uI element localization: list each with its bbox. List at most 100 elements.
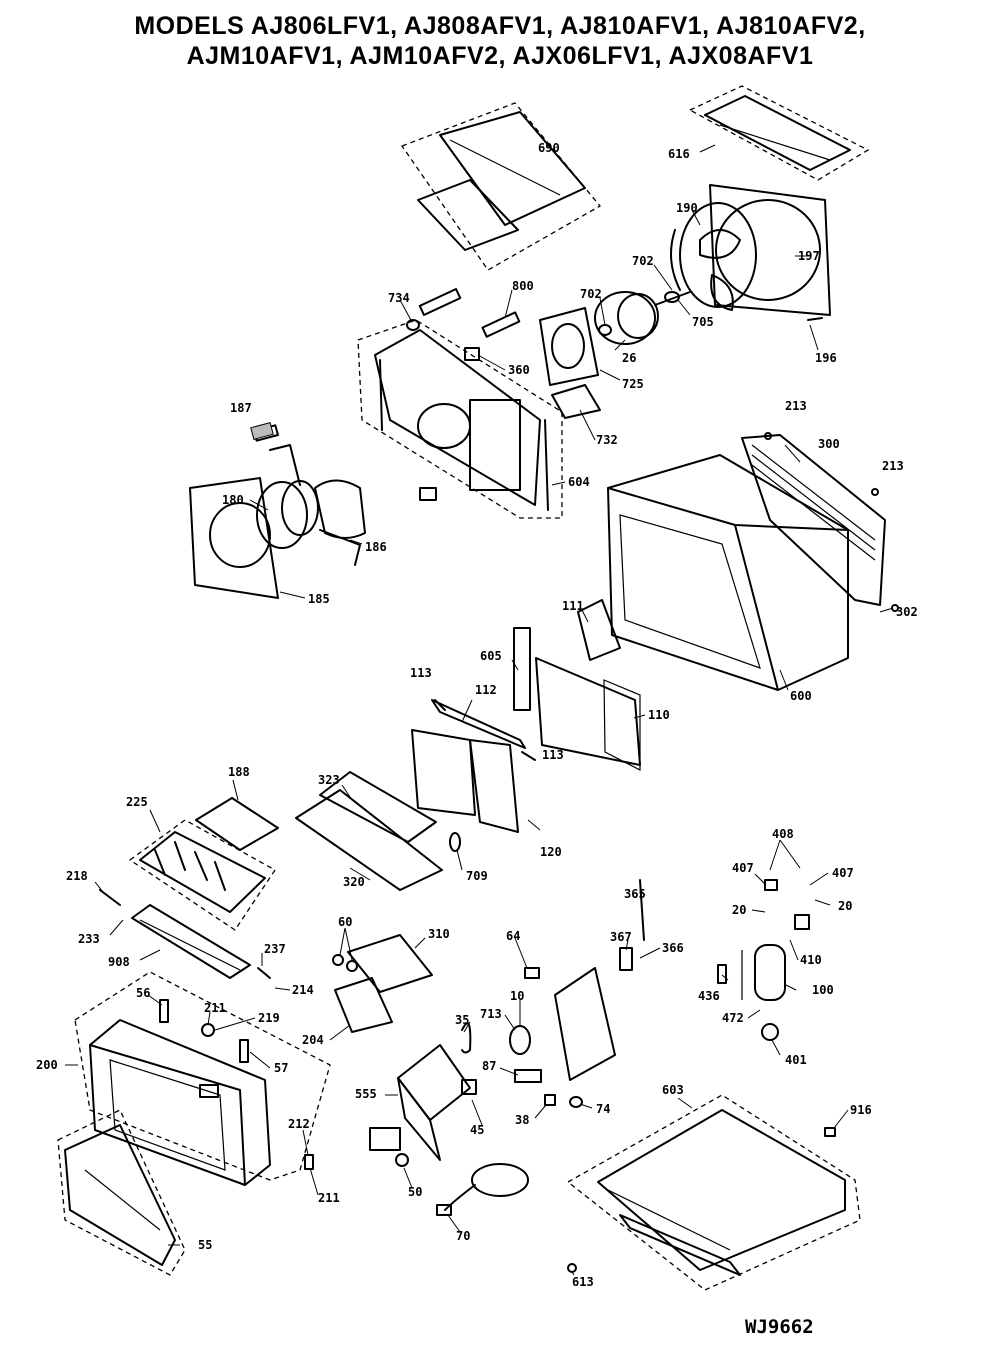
label-908: 908 [108,955,130,969]
label-57: 57 [274,1061,288,1075]
label-916: 916 [850,1103,872,1117]
drain-pan-320 [295,771,443,891]
label-225: 225 [126,795,148,809]
base-pan-603 [566,1094,861,1291]
label-702-a: 702 [632,254,654,268]
capacitor-bracket [509,967,616,1083]
evaporator-coil-120 [411,699,526,833]
partition-604 [357,288,563,519]
label-38: 38 [515,1113,529,1127]
label-709: 709 [466,869,488,883]
label-113-a: 113 [410,666,432,680]
rear-grille-300 [741,434,886,606]
label-188: 188 [228,765,250,779]
label-218: 218 [66,869,88,883]
condenser-fan-assembly [670,184,831,321]
label-35: 35 [455,1013,469,1027]
condenser-coil-110 [513,627,641,771]
label-20-b: 20 [838,899,852,913]
label-100: 100 [812,983,834,997]
fan-motor-26 [594,291,691,345]
power-cord-70 [436,1163,529,1216]
label-690: 690 [538,141,560,155]
label-410: 410 [800,953,822,967]
label-186: 186 [365,540,387,554]
label-401: 401 [785,1053,807,1067]
label-310: 310 [428,927,450,941]
label-45: 45 [470,1123,484,1137]
label-113-b: 113 [542,748,564,762]
label-436: 436 [698,989,720,1003]
front-panel-200 [74,971,331,1186]
label-74: 74 [596,1102,610,1116]
part-number-labels: 690 616 190 197 702 702 705 26 196 734 8… [36,141,918,1289]
top-bracket-616 [688,85,870,181]
label-200: 200 [36,1058,58,1072]
label-408: 408 [772,827,794,841]
motor-bracket-725 [539,307,601,419]
label-110: 110 [648,708,670,722]
label-555: 555 [355,1087,377,1101]
label-233: 233 [78,932,100,946]
label-407-b: 407 [832,866,854,880]
label-603: 603 [662,1083,684,1097]
leader-lines [65,144,894,1276]
outer-case-600 [607,454,849,691]
label-734: 734 [388,291,410,305]
blower-assembly [189,424,366,599]
label-180: 180 [222,493,244,507]
label-616: 616 [668,147,690,161]
label-604: 604 [568,475,590,489]
label-111: 111 [562,599,584,613]
label-120: 120 [540,845,562,859]
label-55: 55 [198,1238,212,1252]
label-732: 732 [596,433,618,447]
label-211-b: 211 [318,1191,340,1205]
control-bracket-555 [369,1044,477,1161]
label-407-a: 407 [732,861,754,875]
label-360: 360 [508,363,530,377]
label-196: 196 [815,351,837,365]
label-112: 112 [475,683,497,697]
label-20-a: 20 [732,903,746,917]
label-60-top: 60 [338,915,352,929]
label-211-a: 211 [204,1001,226,1015]
label-237: 237 [264,942,286,956]
label-212: 212 [288,1117,310,1131]
label-605: 605 [480,649,502,663]
label-213-b: 213 [882,459,904,473]
label-320: 320 [343,875,365,889]
label-64: 64 [506,929,520,943]
label-800: 800 [512,279,534,293]
label-213-a: 213 [785,399,807,413]
bracket-111 [577,599,621,661]
label-367: 367 [610,930,632,944]
label-705: 705 [692,315,714,329]
label-204: 204 [302,1033,324,1047]
page-title-line-2: AJM10AFV1, AJM10AFV2, AJX06LFV1, AJX08AF… [186,42,814,70]
label-214: 214 [292,983,314,997]
label-197: 197 [798,249,820,263]
label-190: 190 [676,201,698,215]
label-713: 713 [480,1007,502,1021]
label-366: 366 [662,941,684,955]
compressor-100 [741,879,810,1041]
label-725: 725 [622,377,644,391]
small-parts [99,422,899,1273]
label-56: 56 [136,986,150,1000]
label-87: 87 [482,1059,496,1073]
label-26: 26 [622,351,636,365]
top-cover-690 [400,102,601,271]
label-613: 613 [572,1275,594,1289]
label-50: 50 [408,1185,422,1199]
label-219: 219 [258,1011,280,1025]
label-10: 10 [510,989,524,1003]
label-600: 600 [790,689,812,703]
louver-assembly-225 [128,797,279,931]
label-70: 70 [456,1229,470,1243]
label-187: 187 [230,401,252,415]
control-panel-310 [332,934,433,1033]
label-702-b: 702 [580,287,602,301]
label-302: 302 [896,605,918,619]
